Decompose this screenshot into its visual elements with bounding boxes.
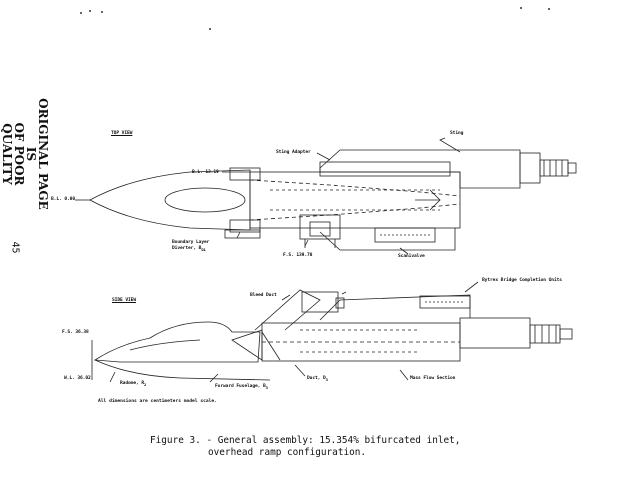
label-radome: Radome, R2 (120, 381, 146, 387)
label-scanivalve: Scanivalve (398, 254, 425, 259)
label-forward-fuselage-sub: 3 (265, 384, 268, 390)
top-view-title: TOP VIEW (111, 131, 133, 136)
scan-speck (548, 8, 550, 10)
dimension-note: All dimensions are centimeters model sca… (98, 399, 217, 404)
scan-speck (89, 10, 91, 12)
label-bl-1319: B.L. 13.19 (192, 170, 219, 175)
label-boundary-layer-line2-text: Diverter, B (172, 246, 202, 251)
side-view-drawing (91, 281, 573, 383)
side-view-title: SIDE VIEW (112, 298, 136, 303)
scan-speck (101, 11, 103, 13)
label-mass-flow: Mass Flow Section (410, 376, 456, 381)
label-wl-3602: W.L. 36.02 (64, 376, 91, 381)
label-bl-000: B.L. 0.00 (51, 197, 75, 202)
scan-speck (209, 28, 211, 30)
label-duct: Duct, D3 (307, 376, 328, 382)
label-bytrex: Bytrex Bridge Completion Units (482, 278, 562, 283)
label-radome-text: Radome, R (120, 381, 144, 386)
label-radome-sub: 2 (144, 381, 147, 387)
label-boundary-layer-line2: Diverter, BD1 (172, 246, 209, 253)
label-duct-text: Duct, D (307, 376, 326, 381)
top-view-drawing (75, 137, 577, 255)
label-boundary-layer-sub: D1 (201, 246, 206, 252)
scan-speck (80, 12, 82, 14)
label-forward-fuselage-text: Forward Fuselage, B (215, 384, 266, 389)
label-fs-139: F.S. 139.70 (283, 253, 313, 258)
label-sting-adapter: Sting Adapter (276, 150, 311, 155)
label-fs-3638: F.S. 36.38 (62, 330, 89, 335)
scan-speck (520, 7, 522, 9)
label-duct-sub: 3 (325, 376, 328, 382)
label-boundary-layer-line1: Boundary Layer (172, 240, 210, 245)
label-bleed-duct: Bleed Duct (250, 293, 277, 298)
caption-line-1: Figure 3. - General assembly: 15.354% bi… (150, 435, 461, 446)
label-sting: Sting (450, 131, 464, 136)
figure-caption: Figure 3. - General assembly: 15.354% bi… (150, 435, 480, 459)
label-forward-fuselage: Forward Fuselage, B3 (215, 384, 268, 390)
label-boundary-layer-diverter: Boundary Layer Diverter, BD1 (172, 240, 209, 253)
caption-line-2: overhead ramp configuration. (208, 447, 367, 458)
